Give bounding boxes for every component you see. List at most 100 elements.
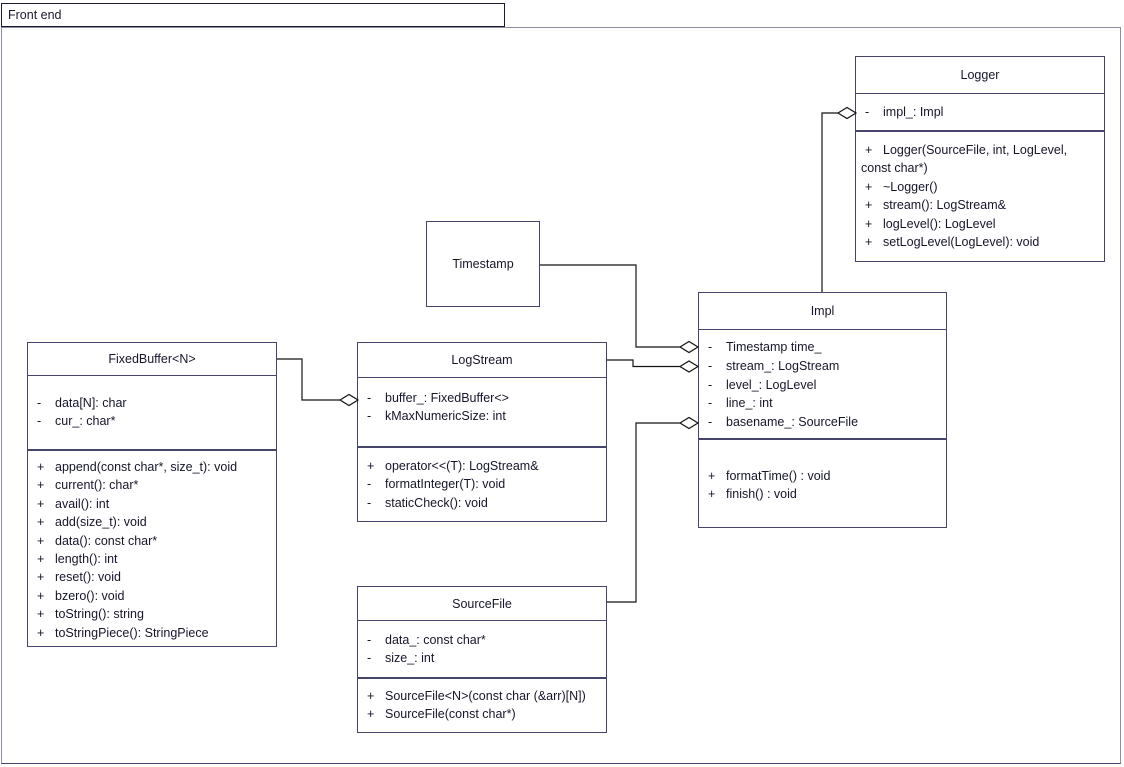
visibility-sign: + (37, 570, 45, 585)
visibility-sign: + (367, 689, 375, 703)
class-box-logstream[interactable]: LogStream -buffer_: FixedBuffer<> -kMaxN… (357, 342, 607, 522)
member-text: data_: const char* (385, 633, 486, 647)
visibility-sign: - (865, 105, 870, 119)
visibility-sign: + (865, 198, 873, 213)
visibility-sign: + (708, 469, 716, 483)
member-text: cur_: char* (55, 414, 116, 429)
member-text: avail(): int (55, 496, 110, 511)
visibility-sign: - (367, 409, 372, 424)
visibility-sign: - (708, 415, 713, 430)
member-text: impl_: Impl (883, 105, 944, 119)
member-row: -buffer_: FixedBuffer<> (358, 389, 606, 407)
member-row: +setLogLevel(LogLevel): void (856, 233, 1104, 251)
member-row: +SourceFile<N>(const char (&arr)[N]) (358, 687, 606, 705)
methods-compartment: + Logger(SourceFile, int, LogLevel, const… (856, 132, 1104, 251)
visibility-sign: + (37, 515, 45, 530)
member-row: +length(): int (28, 550, 276, 568)
attributes-compartment: -impl_: Impl (856, 94, 1104, 132)
visibility-sign: + (865, 216, 873, 231)
visibility-sign: - (37, 396, 42, 410)
member-text: data(): const char* (55, 533, 158, 548)
member-text: formatInteger(T): void (385, 477, 506, 492)
class-box-timestamp[interactable]: Timestamp (426, 221, 540, 307)
member-text: operator<<(T): LogStream& (385, 459, 539, 473)
methods-compartment: + operator<<(T): LogStream& -formatIntege… (358, 448, 606, 512)
member-row: +formatTime() : void (699, 467, 946, 485)
member-text: line_: int (726, 396, 773, 411)
member-text: Logger(SourceFile, int, LogLevel, (883, 143, 1068, 157)
frame-label-tab[interactable]: Front end (1, 3, 505, 27)
visibility-sign: - (37, 414, 42, 429)
member-row: -data[N]: char (28, 394, 276, 412)
class-box-fixedbuffer[interactable]: FixedBuffer<N> -data[N]: char -cur_: cha… (27, 342, 277, 647)
visibility-sign: - (708, 358, 713, 373)
member-text: staticCheck(): void (385, 495, 488, 510)
member-row: -level_: LogLevel (699, 376, 946, 395)
visibility-sign: + (37, 460, 45, 474)
member-row: +toString(): string (28, 605, 276, 623)
visibility-sign: + (37, 588, 45, 603)
visibility-sign: + (865, 143, 873, 157)
attributes-compartment: -Timestamp time_ -stream_: LogStream -le… (699, 330, 946, 440)
attributes-compartment: -buffer_: FixedBuffer<> -kMaxNumericSize… (358, 378, 606, 448)
visibility-sign: - (708, 340, 713, 354)
member-text: ~Logger() (883, 179, 938, 194)
class-title: LogStream (358, 343, 606, 378)
member-row: -line_: int (699, 394, 946, 413)
member-text: stream_: LogStream (726, 358, 840, 373)
member-row: -size_: int (358, 649, 606, 667)
class-box-sourcefile[interactable]: SourceFile -data_: const char* -size_: i… (357, 586, 607, 733)
uml-frame-border (1, 27, 1121, 764)
member-row: + data(): const char* (28, 532, 276, 550)
member-text: toStringPiece(): StringPiece (55, 625, 209, 640)
member-row: + logLevel(): LogLevel (856, 215, 1104, 233)
member-row-continuation: const char*) (856, 159, 1104, 177)
class-box-logger[interactable]: Logger -impl_: Impl +Logger(SourceFile, … (855, 56, 1105, 262)
attributes-compartment: -data[N]: char -cur_: char* (28, 376, 276, 451)
member-text: length(): int (55, 551, 118, 566)
visibility-sign: - (367, 651, 372, 666)
visibility-sign: + (865, 234, 873, 249)
member-text: Timestamp time_ (726, 340, 822, 354)
member-text: append(const char*, size_t): void (55, 460, 238, 474)
methods-compartment: +formatTime() : void +finish() : void (699, 440, 946, 504)
member-row: +toStringPiece(): StringPiece (28, 624, 276, 642)
member-row: + Logger(SourceFile, int, LogLevel, (856, 141, 1104, 159)
member-text: data[N]: char (55, 396, 127, 410)
visibility-sign: - (708, 396, 713, 411)
class-title: Impl (699, 293, 946, 330)
member-text: finish() : void (726, 487, 797, 502)
attributes-compartment: -data_: const char* -size_: int (358, 621, 606, 679)
member-row: -data_: const char* (358, 631, 606, 649)
visibility-sign: + (37, 607, 45, 622)
member-text: logLevel(): LogLevel (883, 216, 996, 231)
methods-compartment: +append(const char*, size_t): void +curr… (28, 451, 276, 642)
member-row: +SourceFile(const char*) (358, 705, 606, 723)
visibility-sign: + (37, 478, 45, 493)
class-box-impl[interactable]: Impl -Timestamp time_ -stream_: LogStrea… (698, 292, 947, 528)
member-row: + bzero(): void (28, 587, 276, 605)
visibility-sign: + (367, 707, 375, 722)
visibility-sign: - (367, 495, 372, 510)
class-title: SourceFile (358, 587, 606, 621)
member-row: +avail(): int (28, 495, 276, 513)
visibility-sign: + (37, 533, 45, 548)
visibility-sign: + (865, 179, 873, 194)
visibility-sign: - (367, 391, 372, 405)
member-text: bzero(): void (55, 588, 125, 603)
frame-label: Front end (8, 8, 62, 22)
methods-compartment: +SourceFile<N>(const char (&arr)[N]) +So… (358, 679, 606, 724)
member-row: + append(const char*, size_t): void (28, 458, 276, 476)
member-row: -basename_: SourceFile (699, 413, 946, 432)
member-row: -cur_: char* (28, 412, 276, 430)
member-text: const char*) (861, 161, 928, 176)
member-text: basename_: SourceFile (726, 415, 859, 430)
visibility-sign: + (367, 459, 375, 473)
member-row: + add(size_t): void (28, 513, 276, 531)
member-row: -kMaxNumericSize: int (358, 407, 606, 425)
class-title: FixedBuffer<N> (28, 343, 276, 376)
member-text: add(size_t): void (55, 515, 147, 530)
member-row: +finish() : void (699, 485, 946, 503)
member-row: -formatInteger(T): void (358, 475, 606, 493)
